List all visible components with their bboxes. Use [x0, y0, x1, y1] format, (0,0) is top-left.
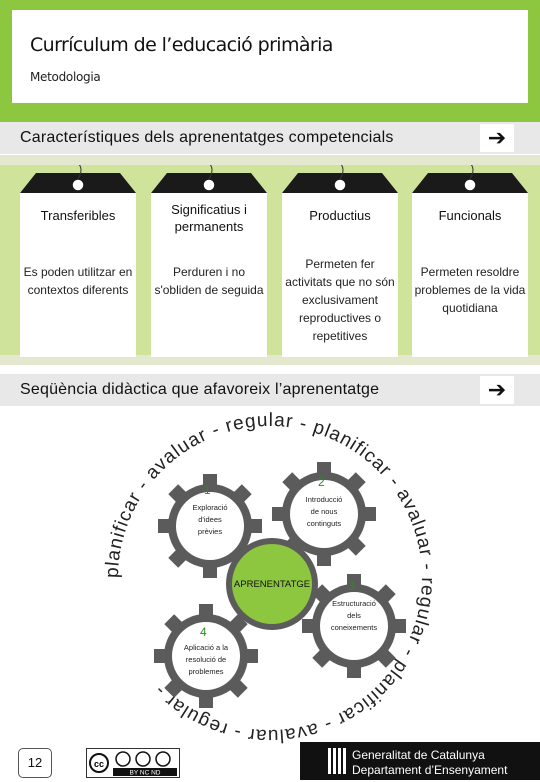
gear-text-line: continguts — [307, 519, 341, 528]
government-logo-block: Generalitat de Catalunya Departament d’E… — [300, 742, 540, 780]
gear-text-line: problemes — [188, 667, 223, 676]
gear-text-line: dels — [347, 611, 361, 620]
string-icon — [469, 165, 474, 180]
tag-description: Perduren i no s'obliden de seguida — [154, 265, 264, 297]
tag-description: Es poden utilitzar en contextos diferent… — [23, 265, 133, 297]
tag-description: Permeten resoldre problemes de la vida q… — [414, 265, 526, 315]
gear-1: 1 Exploració d'idees prèvies — [158, 474, 262, 578]
gear-text-line: Aplicació a la — [184, 643, 229, 652]
section-title-characteristics: Característiques dels aprenentatges comp… — [20, 129, 394, 146]
cc-license-icon: cc BY NC ND — [87, 749, 179, 777]
tag-heading: Funcionals — [438, 208, 502, 223]
arrow-right-icon[interactable]: ➔ — [480, 124, 514, 152]
gear-number: 2 — [318, 475, 325, 489]
tag-heading: Transferibles — [40, 208, 116, 223]
tag-shape — [412, 165, 528, 357]
gov-line-1: Generalitat de Catalunya — [352, 748, 485, 762]
tag-card: Transferibles Es poden utilitzar en cont… — [14, 165, 142, 360]
gear-text-line: prèvies — [198, 527, 222, 536]
page-number: 12 — [18, 748, 52, 778]
tag-hole-icon — [71, 178, 85, 192]
arrow-right-icon[interactable]: ➔ — [480, 376, 514, 404]
string-icon — [77, 165, 82, 180]
header-banner — [0, 0, 540, 122]
gear-text-line: de nous — [311, 507, 338, 516]
didactic-sequence-diagram: planificar - avaluar - regular - planifi… — [102, 410, 437, 746]
tag-card: Significatius i permanents Perduren i no… — [145, 165, 273, 360]
tag-card: Productius Permeten fer activitats que n… — [276, 165, 404, 360]
tag-hole-icon — [333, 178, 347, 192]
tag-hole-icon — [202, 178, 216, 192]
header-panel — [12, 10, 528, 103]
gear-text-line: coneixements — [331, 623, 378, 632]
string-icon — [208, 165, 213, 180]
creative-commons-badge: cc BY NC ND — [86, 748, 180, 778]
string-icon — [339, 165, 344, 180]
page-subtitle: Metodologia — [30, 70, 101, 84]
tag-description: Permeten fer activitats que no són exclu… — [285, 257, 395, 343]
svg-text:cc: cc — [94, 759, 104, 769]
page-title: Currículum de l’educació primària — [30, 34, 333, 56]
tag-shape — [151, 165, 267, 357]
center-gear: APRENENTATGE — [226, 538, 318, 630]
center-label: APRENENTATGE — [234, 579, 310, 590]
gear-text-line: Introducció — [306, 495, 343, 504]
tag-heading: Productius — [309, 208, 371, 223]
gear-number: 1 — [204, 483, 211, 497]
gear-text-line: resolució de — [186, 655, 226, 664]
license-text: BY NC ND — [130, 770, 161, 777]
section-title-sequence: Seqüència didàctica que afavoreix l’apre… — [20, 381, 380, 398]
tag-heading: Significatius i permanents — [171, 202, 247, 234]
generalitat-logo-icon — [328, 748, 346, 774]
tag-card: Funcionals Permeten resoldre problemes d… — [406, 165, 534, 360]
gear-text-line: Estructuració — [332, 599, 376, 608]
gear-2: 2 Introducció de nous continguts — [272, 462, 376, 566]
gear-text-line: Exploració — [192, 503, 227, 512]
section-header-sequence: Seqüència didàctica que afavoreix l’apre… — [0, 374, 540, 406]
section-header-characteristics: Característiques dels aprenentatges comp… — [0, 122, 540, 154]
gear-text-line: d'idees — [198, 515, 222, 524]
gear-number: 4 — [200, 625, 207, 639]
gear-3: 3 Estructuració dels coneixements — [302, 574, 406, 678]
gov-line-2: Departament d’Ensenyament — [352, 763, 508, 777]
tag-hole-icon — [463, 178, 477, 192]
gear-4: 4 Aplicació a la resolució de problemes — [154, 604, 258, 708]
gear-number: 3 — [348, 579, 355, 593]
tag-shape — [282, 165, 398, 357]
tag-shape — [20, 165, 136, 357]
